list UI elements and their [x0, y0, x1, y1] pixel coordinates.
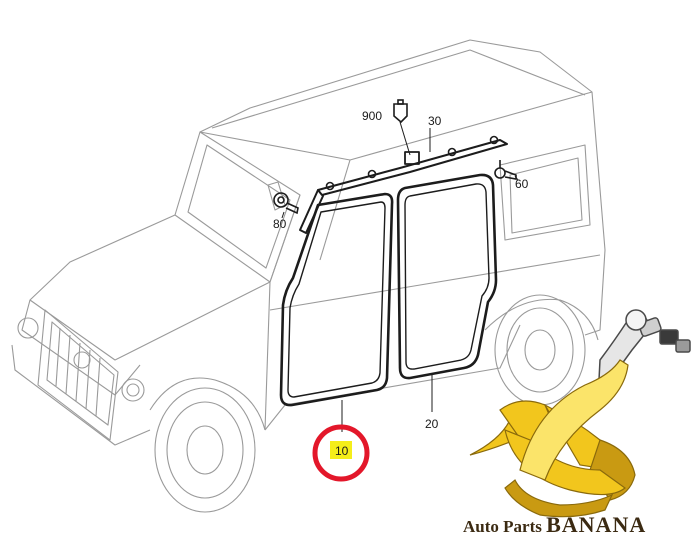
brand-logo: Auto Parts BANANA — [463, 309, 691, 537]
bolt-part-60-icon — [494, 160, 517, 180]
callout-10: 10 — [335, 444, 349, 458]
vehicle-outline — [11, 39, 606, 513]
callout-60: 60 — [515, 177, 529, 191]
rear-door-seal-part — [396, 173, 498, 380]
bolt-part-80-icon — [273, 192, 299, 215]
front-door-seal-part — [279, 192, 394, 407]
callout-30: 30 — [428, 114, 442, 128]
connector-part-icon — [393, 99, 408, 124]
roof-rail-part — [299, 135, 508, 234]
callout-20: 20 — [425, 417, 439, 431]
callout-900: 900 — [362, 109, 382, 123]
brand-name-part1: Auto Parts BANANA — [463, 512, 646, 537]
callout-80: 80 — [273, 217, 287, 231]
banana-icon — [469, 359, 636, 518]
highlight-marker — [312, 424, 370, 482]
